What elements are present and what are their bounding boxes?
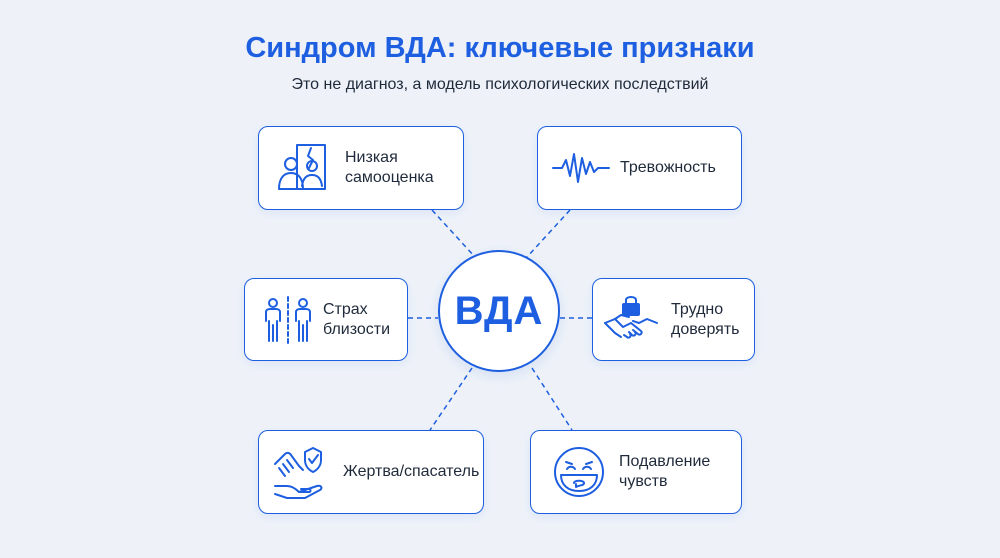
center-label: ВДА bbox=[454, 288, 544, 333]
heartbeat-pulse-icon bbox=[552, 148, 610, 188]
node-hard-to-trust: Трудно доверять bbox=[592, 278, 755, 361]
locked-handshake-icon bbox=[603, 293, 659, 347]
node-suppressed-feelings: Подавление чувств bbox=[530, 430, 742, 514]
node-suppressed-feelings-label: Подавление чувств bbox=[619, 453, 711, 490]
node-low-self-esteem-label: Низкая самооценка bbox=[345, 149, 434, 186]
connector-low-self-esteem bbox=[431, 209, 476, 258]
center-node: ВДА bbox=[438, 250, 560, 372]
node-fear-of-intimacy-label: Страх близости bbox=[323, 300, 391, 338]
node-victim-rescuer-label: Жертва/спасатель bbox=[343, 463, 480, 480]
separated-people-icon bbox=[261, 295, 315, 345]
diagram-subtitle: Это не диагноз, а модель психологических… bbox=[291, 76, 709, 93]
node-low-self-esteem: Низкая самооценка bbox=[258, 126, 464, 210]
hands-shield-icon bbox=[273, 444, 333, 500]
masked-face-icon bbox=[551, 445, 607, 499]
node-victim-rescuer: Жертва/спасатель bbox=[258, 430, 484, 514]
node-anxiety-label: Тревожность bbox=[620, 159, 716, 176]
mirror-reflection-icon bbox=[275, 142, 331, 194]
diagram-title: Синдром ВДА: ключевые признаки bbox=[245, 32, 755, 64]
connector-suppressed-feelings bbox=[531, 367, 573, 431]
node-hard-to-trust-label: Трудно доверять bbox=[671, 300, 740, 338]
node-anxiety: Тревожность bbox=[537, 126, 742, 210]
node-fear-of-intimacy: Страх близости bbox=[244, 278, 408, 361]
connector-anxiety bbox=[526, 209, 571, 258]
connector-victim-rescuer bbox=[429, 367, 473, 431]
